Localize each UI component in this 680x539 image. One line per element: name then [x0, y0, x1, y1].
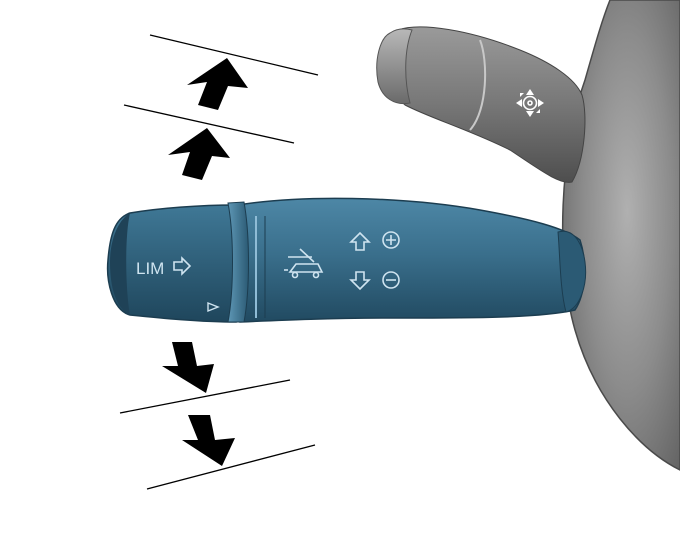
small-triangle-icon	[207, 301, 220, 313]
lower-line-1	[119, 379, 291, 414]
lim-label: LIM	[136, 259, 164, 278]
cruise-stalk-base	[557, 230, 587, 313]
down-arrow-step-1	[162, 342, 214, 393]
minus-icon	[382, 271, 400, 289]
up-arrow-step-1	[187, 58, 248, 110]
down-arrow-icon	[349, 271, 371, 291]
upper-line-2	[123, 104, 295, 144]
steering-wheel-adjust-icon	[516, 89, 544, 117]
cruise-control-stalk[interactable]: LIM	[106, 197, 587, 323]
cruise-stalk-tip-cap	[110, 213, 130, 315]
steering-column-shroud	[561, 0, 680, 471]
upper-stalk-tip	[376, 28, 413, 105]
plus-icon	[382, 231, 400, 249]
lim-arrow-icon	[173, 256, 192, 276]
upper-line-1	[149, 34, 319, 76]
lower-line-2	[146, 444, 316, 490]
cruise-stalk-ring[interactable]	[227, 201, 249, 323]
upper-stalk-band	[469, 39, 487, 131]
up-arrow-icon	[349, 231, 371, 251]
up-arrow-step-2	[168, 128, 230, 180]
upper-stalk-body	[392, 26, 586, 183]
cruise-stalk-body	[237, 197, 586, 323]
down-arrow-step-2	[182, 415, 235, 466]
cruise-vehicle-icon	[284, 248, 324, 279]
upper-stalk[interactable]	[376, 26, 586, 183]
cruise-stalk-tip[interactable]	[106, 204, 237, 323]
